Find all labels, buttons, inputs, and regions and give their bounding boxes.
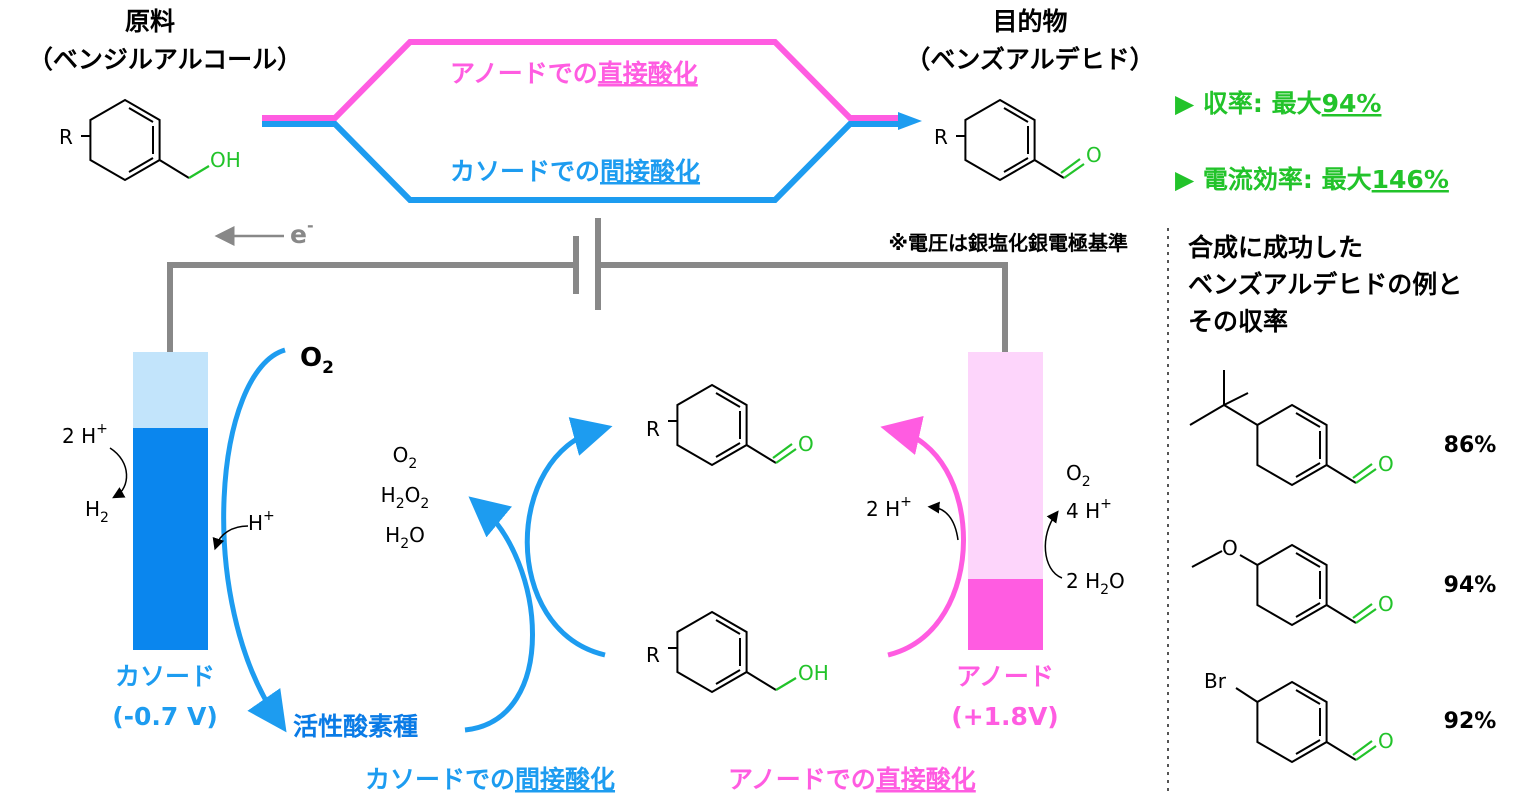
- cathode-wire: [167, 262, 576, 352]
- examples-heading-line-2: ベンズアルデヒドの例と: [1188, 270, 1462, 299]
- route-arrowhead: [898, 112, 922, 130]
- cathode-upper-section: [133, 352, 208, 428]
- example-bromobenzaldehyde: Br O: [1204, 669, 1394, 764]
- reactive-oxygen-species-label: 活性酸素種: [293, 712, 418, 741]
- cathode-label: カソード: [115, 662, 215, 691]
- anode-label: アノード: [956, 662, 1054, 691]
- target-title: 目的物: [992, 7, 1067, 36]
- oxygen-reactant: O2: [300, 343, 334, 378]
- cathode-route-label: カソードでの間接酸化: [450, 157, 700, 186]
- benzaldehyde-structure-center: R O: [646, 383, 814, 467]
- hydrogen-product-label: H2: [85, 497, 109, 526]
- carbonyl-oxygen-label: O: [798, 432, 814, 456]
- target-name: （ベンズアルデヒド）: [905, 45, 1154, 74]
- r-group-label: R: [59, 125, 73, 149]
- cathode-electrode: [133, 428, 208, 650]
- examples-heading-line-1: 合成に成功した: [1188, 233, 1363, 262]
- example-anisaldehyde: O O: [1191, 536, 1394, 627]
- proton-in-label: 2 H+: [62, 421, 108, 448]
- anode-potential: (+1.8V): [951, 702, 1058, 731]
- example-yield-1: 86%: [1444, 433, 1497, 458]
- anode-route-label: アノードでの直接酸化: [450, 59, 698, 88]
- direct-oxidation-arrow: [880, 415, 966, 658]
- anode-upper-section: [968, 352, 1043, 579]
- anode-oxygen-product: O2: [1066, 461, 1091, 490]
- r-group-label: R: [646, 417, 660, 441]
- carbonyl-oxygen-label: O: [1086, 143, 1102, 167]
- water-oxidation-arrow: [1044, 510, 1063, 579]
- max-current-efficiency: ▶ 電流効率: 最大146%: [1175, 165, 1449, 194]
- indirect-oxidation-arrow: [524, 417, 613, 658]
- max-yield: ▶ 収率: 最大94%: [1175, 89, 1381, 118]
- ros-generation-arrow: [464, 496, 535, 733]
- example-tert-butylbenzaldehyde: O: [1189, 370, 1394, 487]
- proton-label: H+: [248, 508, 275, 535]
- example-yield-2: 94%: [1444, 573, 1497, 598]
- ether-oxygen-label: O: [1222, 536, 1238, 560]
- raw-material-title: 原料: [125, 7, 175, 36]
- ros-species-2: H2O2: [381, 483, 430, 512]
- anode-proton-product: 4 H+: [1066, 496, 1112, 523]
- hydrogen-evolution-arrow: [109, 447, 128, 499]
- electron-label: e-: [290, 216, 314, 249]
- r-group-label: R: [646, 643, 660, 667]
- r-group-label: R: [934, 125, 948, 149]
- carbonyl-oxygen-label: O: [1378, 592, 1394, 616]
- carbonyl-oxygen-label: O: [1378, 452, 1394, 476]
- benzyl-alcohol-structure-top: R OH: [59, 98, 241, 182]
- anode-wire: [598, 262, 1008, 352]
- hydroxyl-label: OH: [210, 148, 241, 172]
- raw-material-name: （ベンジルアルコール）: [28, 45, 302, 74]
- example-yield-3: 92%: [1444, 709, 1497, 734]
- examples-heading-line-3: その収率: [1188, 307, 1288, 336]
- benzaldehyde-structure-top: R O: [934, 98, 1102, 182]
- cathode-route-line: [262, 121, 898, 203]
- bromine-label: Br: [1204, 669, 1227, 693]
- ros-species-1: O2: [393, 443, 418, 472]
- bottom-cathode-label: カソードでの間接酸化: [365, 765, 615, 794]
- anode-proton-arrow: [927, 501, 959, 541]
- anode-proton-release: 2 H+: [866, 494, 912, 521]
- water-reactant: 2 H2O: [1066, 569, 1125, 598]
- bottom-anode-label: アノードでの直接酸化: [728, 765, 976, 794]
- voltage-reference-note: ※電圧は銀塩化銀電極基準: [889, 231, 1128, 255]
- anode-electrode: [968, 579, 1043, 650]
- oxygen-reduction-arrow: [221, 347, 287, 733]
- carbonyl-oxygen-label: O: [1378, 729, 1394, 753]
- cathode-potential: (-0.7 V): [112, 702, 218, 731]
- anode-route-line: [262, 39, 898, 121]
- proton-to-cathode-arrow: [212, 525, 249, 551]
- benzyl-alcohol-structure-center: R OH: [646, 610, 829, 694]
- ros-species-3: H2O: [385, 523, 425, 552]
- hydroxyl-label: OH: [798, 661, 829, 685]
